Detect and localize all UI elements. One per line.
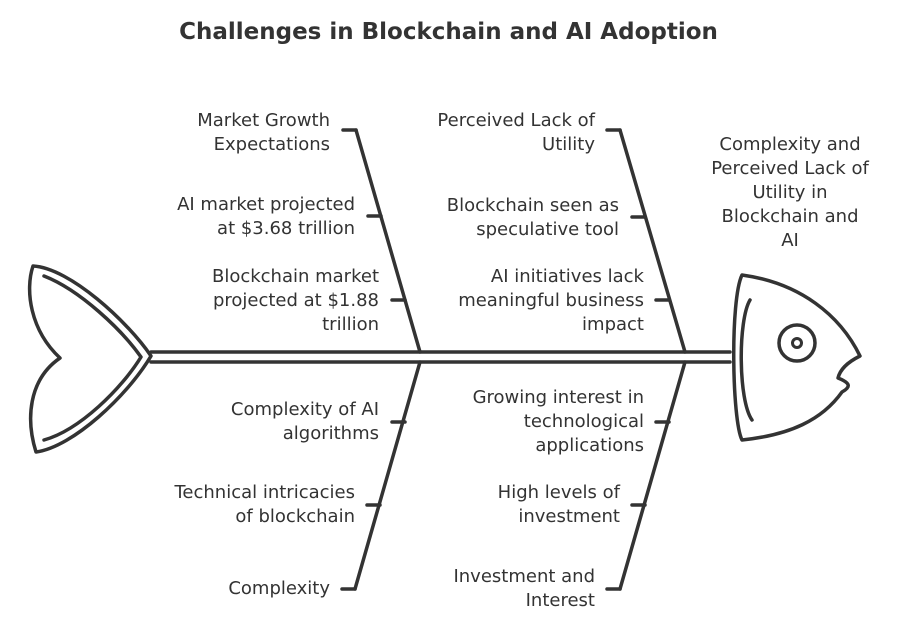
fish-head: [732, 273, 862, 442]
bone-complexity: [353, 360, 422, 591]
cause-label-complexity-1: Complexity of AI algorithms: [230, 399, 379, 444]
cause-label-investment-2: High levels of investment: [497, 482, 620, 527]
fish-tail-inner: [42, 274, 143, 442]
fish-head-gill: [739, 298, 754, 422]
category-label-market-growth: Market Growth Expectations: [197, 110, 330, 155]
effect-label: Complexity and Perceived Lack of Utility…: [711, 134, 869, 251]
category-label-perceived-lack: Perceived Lack of Utility: [437, 110, 595, 155]
cause-label-investment-1: Growing interest in technological applic…: [472, 387, 644, 456]
bone-market-growth: [354, 128, 422, 354]
cause-label-perceived-lack-2: AI initiatives lack meaningful business …: [458, 266, 644, 335]
cause-label-complexity-2: Technical intricacies of blockchain: [174, 482, 355, 527]
category-label-investment: Investment and Interest: [453, 566, 595, 611]
cause-label-market-growth-2: Blockchain market projected at $1.88 tri…: [211, 266, 379, 335]
fish-eye-outer: [777, 323, 817, 363]
category-label-complexity: Complexity: [228, 578, 330, 599]
diagram-title: Challenges in Blockchain and AI Adoption: [179, 19, 718, 45]
bone-perceived-lack: [618, 128, 687, 354]
bone-investment: [618, 360, 687, 591]
cause-label-market-growth-1: AI market projected at $3.68 trillion: [177, 194, 355, 239]
fish-eye-pupil: [791, 337, 803, 349]
cause-label-perceived-lack-1: Blockchain seen as speculative tool: [446, 195, 619, 240]
fish-tail: [27, 264, 153, 454]
